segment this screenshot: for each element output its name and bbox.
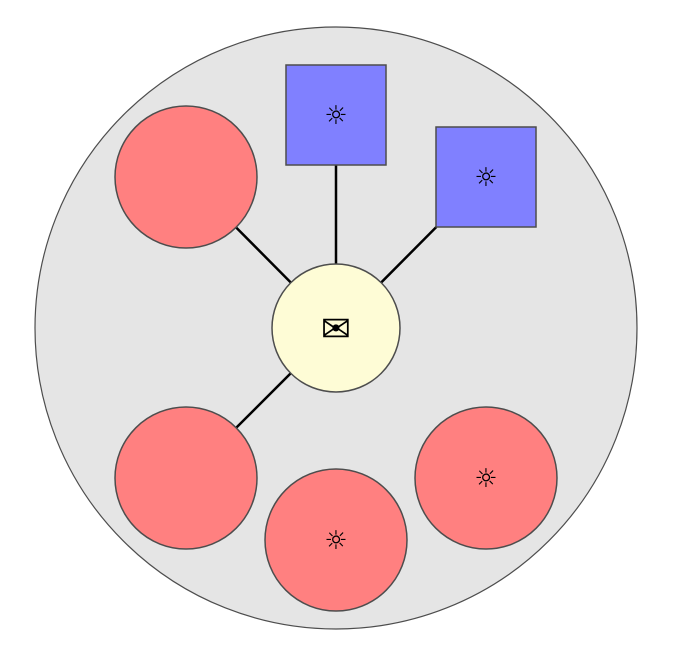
hub-node[interactable]: ✉ <box>271 263 401 393</box>
circle-node-bottom-left-circle <box>114 406 258 550</box>
square-node-top[interactable]: ☼ <box>285 64 387 166</box>
circle-node-bottom-center-circle <box>264 468 408 612</box>
gear-icon: ☼ <box>324 526 347 556</box>
circle-node-bottom-right-circle <box>414 406 558 550</box>
hub-circle <box>271 263 401 393</box>
square-node-top-square <box>285 64 387 166</box>
connector-circle-node-top-left <box>235 226 292 284</box>
circle-node-bottom-center[interactable]: ☼ <box>264 468 408 612</box>
node-group: ☼ ☼ ☼ ☼ <box>114 64 558 612</box>
gear-icon: ☼ <box>324 101 347 131</box>
connector-group <box>235 165 438 429</box>
square-node-top-right-square <box>435 126 537 228</box>
circle-node-bottom-left[interactable] <box>114 406 258 550</box>
circle-node-top-left-circle <box>114 105 258 249</box>
gear-icon: ☼ <box>474 464 497 494</box>
circle-node-bottom-right[interactable]: ☼ <box>414 406 558 550</box>
gear-icon: ☼ <box>474 163 497 193</box>
square-node-top-right[interactable]: ☼ <box>435 126 537 228</box>
circle-node-top-left[interactable] <box>114 105 258 249</box>
connector-circle-node-bottom-left <box>235 372 292 429</box>
envelope-icon: ✉ <box>321 309 351 350</box>
connector-square-node-top-right <box>380 226 438 284</box>
